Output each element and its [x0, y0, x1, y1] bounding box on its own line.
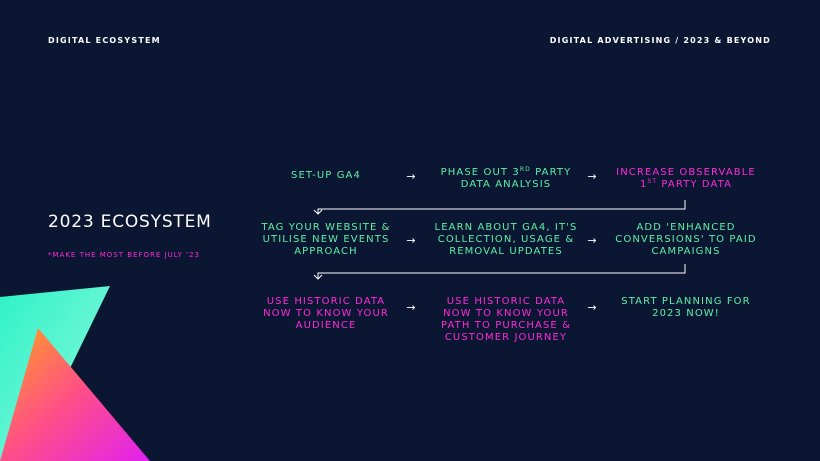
right-arrow-icon: → — [587, 301, 597, 314]
right-arrow-icon: → — [406, 301, 416, 314]
step-line: USE HISTORIC DATA — [266, 296, 386, 307]
step-line: DATA ANALYSIS — [460, 179, 552, 190]
step-line: START PLANNING FOR — [621, 296, 751, 307]
right-arrow-icon: → — [587, 234, 597, 247]
step-line: INCREASE OBSERVABLE — [616, 167, 756, 178]
step-line: 2023 NOW! — [652, 308, 720, 319]
step-line: CUSTOMER JOURNEY — [444, 332, 568, 343]
step-line: NOW TO KNOW YOUR — [443, 308, 569, 319]
subnote: *MAKE THE MOST BEFORE JULY '23 — [48, 251, 201, 259]
step-line: PHASE OUT 3RD PARTY — [440, 166, 572, 179]
right-arrow-icon: → — [406, 234, 416, 247]
right-arrow-icon: → — [587, 170, 597, 183]
header-left-label: DIGITAL ECOSYSTEM — [48, 36, 161, 45]
step-line: 1ST PARTY DATA — [639, 178, 733, 191]
step-line: USE HISTORIC DATA — [446, 296, 566, 307]
step-line: ADD 'ENHANCED — [636, 222, 736, 233]
step-line: SET-UP GA4 — [291, 170, 361, 181]
header-right-label: DIGITAL ADVERTISING / 2023 & BEYOND — [549, 36, 771, 45]
return-arrow-icon — [313, 264, 686, 280]
right-arrow-icon: → — [406, 170, 416, 183]
step-line: PATH TO PURCHASE & — [440, 320, 571, 331]
orange-pink-triangle — [0, 328, 150, 461]
step-line: CAMPAIGNS — [651, 246, 721, 257]
step-r1-c1: SET-UP GA4 — [241, 170, 411, 182]
step-line: COLLECTION, USAGE & — [437, 234, 575, 245]
step-line: AUDIENCE — [295, 320, 357, 331]
step-line: REMOVAL UPDATES — [449, 246, 563, 257]
return-arrow-icon — [313, 200, 686, 215]
step-line: TAG YOUR WEBSITE & — [261, 222, 391, 233]
step-line: APPROACH — [294, 246, 358, 257]
step-line: LEARN ABOUT GA4, IT'S — [434, 222, 578, 233]
step-line: NOW TO KNOW YOUR — [263, 308, 389, 319]
step-line: CONVERSIONS' TO PAID — [615, 234, 757, 245]
page-title: 2023 ECOSYSTEM — [48, 212, 212, 232]
step-line: UTILISE NEW EVENTS — [262, 234, 390, 245]
